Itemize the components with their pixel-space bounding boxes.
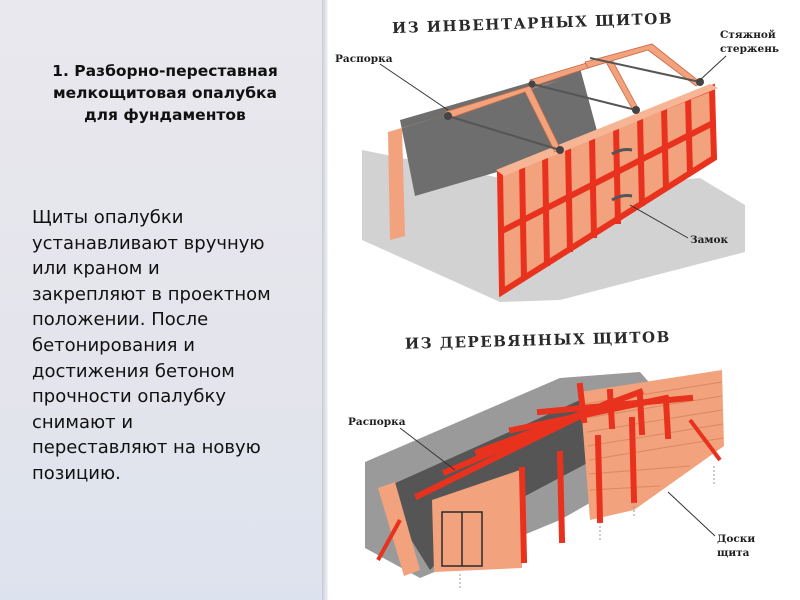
bottom-struts — [413, 382, 694, 564]
top-right-panel-frame — [496, 83, 718, 298]
top-tie-rod-nuts — [444, 78, 704, 154]
description-line-10: переставляют на новую — [32, 437, 261, 459]
bottom-label-boards-line-1: Доски — [717, 533, 755, 545]
inventory-formwork-illustration: ИЗ ИНВЕНТАРНЫХ ЩИТОВ — [335, 9, 779, 302]
description-line-6: бетонирования и — [32, 334, 195, 356]
top-label-tie-rod-line-2: стержень — [720, 43, 779, 55]
bottom-label-boards-line-2: щита — [717, 547, 750, 559]
slide-title-line-2: мелкощитовая опалубка — [52, 84, 278, 102]
bottom-heading: ИЗ ДЕРЕВЯННЫХ ЩИТОВ — [405, 328, 671, 353]
description-line-8: прочности опалубку — [32, 386, 227, 408]
description-text: Щиты опалубки устанавливают вручную или … — [32, 205, 324, 487]
top-right-panel-edge — [496, 84, 718, 176]
top-tie-rods — [447, 57, 701, 151]
bottom-label-strut: Распорка — [348, 416, 406, 428]
bottom-stakes — [459, 466, 715, 590]
slide-title-line-3: для фундаментов — [84, 106, 246, 124]
wooden-formwork-illustration: ИЗ ДЕРЕВЯННЫХ ЩИТОВ — [348, 328, 755, 590]
description-line-2: устанавливают вручную — [32, 232, 265, 254]
left-panel — [0, 0, 324, 600]
top-heading: ИЗ ИНВЕНТАРНЫХ ЩИТОВ — [392, 9, 673, 37]
description-line-5: положении. После — [32, 309, 209, 331]
top-label-lock-leader — [629, 204, 689, 239]
bottom-front-box — [432, 470, 522, 572]
top-label-tie-rod-line-1: Стяжной — [720, 29, 776, 41]
description-line-9: снимают и — [32, 411, 134, 433]
slide-title-line-1: 1. Разборно-переставная — [52, 62, 278, 80]
description-line-7: достижения бетоном — [32, 360, 235, 382]
description-line-11: позицию. — [32, 462, 121, 484]
top-right-panel-face — [500, 88, 714, 292]
top-label-tie-rod-leader — [699, 55, 727, 81]
top-label-strut: Распорка — [335, 53, 393, 65]
top-label-lock: Замок — [690, 234, 729, 246]
bottom-left-board-wall — [378, 482, 420, 576]
panel-divider — [322, 0, 328, 600]
slide-title: 1. Разборно-переставная мелкощитовая опа… — [12, 60, 318, 126]
bottom-support-legs — [376, 418, 722, 561]
top-left-panel — [388, 128, 405, 240]
bottom-front-box-frame — [441, 511, 483, 567]
formwork-diagram: ИЗ ИНВЕНТАРНЫХ ЩИТОВ — [335, 9, 779, 590]
top-label-strut-leader — [379, 63, 449, 111]
description-line-1: Щиты опалубки — [32, 207, 184, 228]
description-line-3: или краном и — [32, 258, 160, 280]
bottom-label-strut-leader — [399, 427, 456, 471]
bottom-label-boards-leader — [667, 491, 716, 537]
description-line-4: закрепляют в проектном — [32, 283, 271, 305]
top-locks — [611, 148, 633, 202]
